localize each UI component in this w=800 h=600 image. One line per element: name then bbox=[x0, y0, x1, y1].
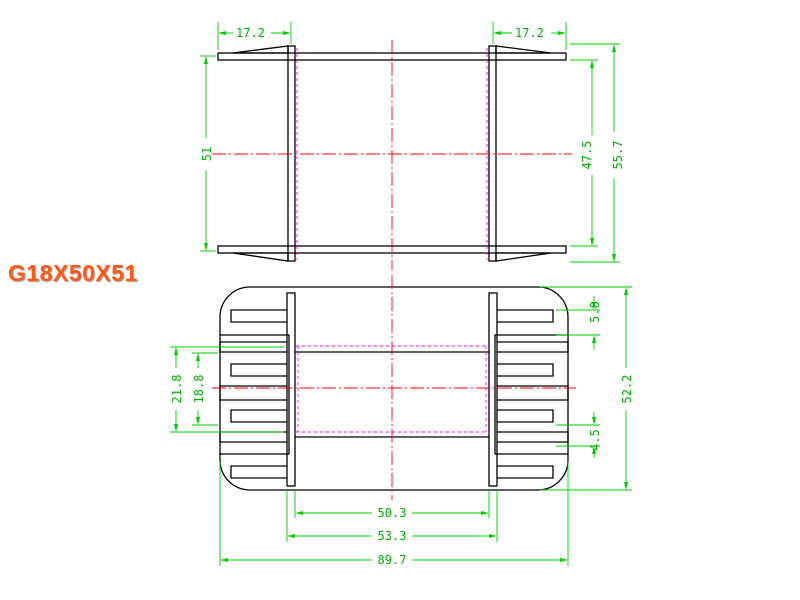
right-fin-5 bbox=[497, 409, 554, 423]
dim-inner-length: 50.3 bbox=[378, 506, 407, 520]
left-core-wall bbox=[286, 292, 296, 487]
left-fin-5 bbox=[230, 409, 287, 423]
model-title: G18X50X51 bbox=[8, 260, 138, 286]
dim-slot-pitch: 5.8 bbox=[588, 301, 602, 323]
dim-right-flange: 17.2 bbox=[515, 26, 544, 40]
left-fin-4 bbox=[219, 385, 287, 401]
left-fin-3 bbox=[230, 363, 287, 377]
left-fin-7 bbox=[230, 465, 287, 479]
dim-outer-length: 53.3 bbox=[378, 529, 407, 543]
right-core-wall bbox=[488, 292, 498, 487]
top-view: 17.2 17.2 51 47.5 55.7 bbox=[200, 22, 625, 270]
dim-slot-width: 4.5 bbox=[588, 429, 602, 451]
dim-overall-length: 89.7 bbox=[378, 553, 407, 567]
left-fin-1 bbox=[230, 309, 287, 323]
right-fin-4 bbox=[497, 385, 569, 401]
bottom-view: 21.8 18.8 5.8 4.5 52.2 bbox=[170, 275, 634, 567]
bobbin-outline bbox=[219, 286, 569, 491]
right-fin-1 bbox=[497, 309, 554, 323]
right-fin-2 bbox=[497, 341, 569, 353]
right-fin-7 bbox=[497, 465, 554, 479]
dim-overall-height: 51 bbox=[200, 147, 214, 161]
left-fin-6 bbox=[219, 431, 287, 443]
dim-window-outer: 21.8 bbox=[170, 375, 184, 404]
dim-bottom-height: 52.2 bbox=[620, 375, 634, 404]
left-wall bbox=[287, 45, 296, 262]
pin-bottom-right bbox=[495, 252, 552, 262]
winding-window bbox=[219, 335, 569, 454]
dim-total-height: 55.7 bbox=[611, 141, 625, 170]
pin-top-right bbox=[495, 45, 552, 54]
right-fin-6 bbox=[497, 431, 569, 443]
pin-top-left bbox=[232, 45, 289, 54]
dim-inner-height: 47.5 bbox=[580, 141, 594, 170]
right-fin-3 bbox=[497, 363, 554, 377]
pin-bottom-left bbox=[232, 252, 289, 262]
right-wall bbox=[488, 45, 497, 262]
dim-left-flange: 17.2 bbox=[236, 26, 265, 40]
dim-window-inner: 18.8 bbox=[192, 375, 206, 404]
